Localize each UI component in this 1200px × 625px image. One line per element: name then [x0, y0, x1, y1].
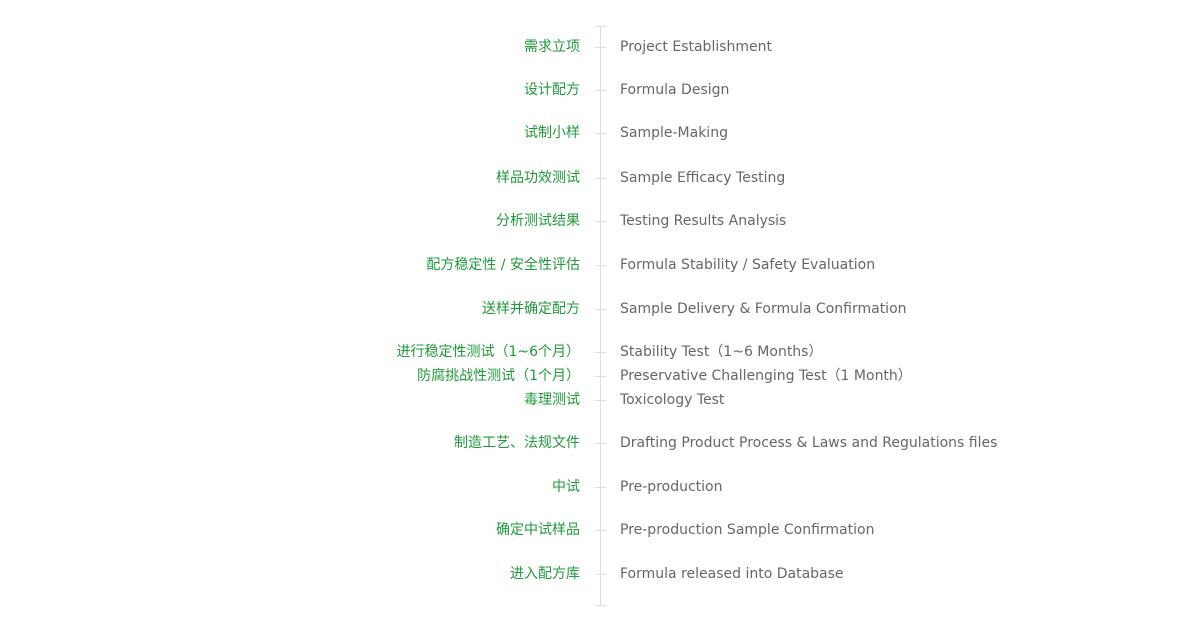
- step-label-chinese: 试制小样: [524, 125, 580, 141]
- timeline-step: 试制小样 Sample-Making: [0, 123, 1200, 143]
- step-label-chinese: 中试: [552, 479, 580, 495]
- step-label-chinese: 送样并确定配方: [482, 301, 580, 317]
- step-tick: [595, 221, 606, 222]
- step-label-english: Project Establishment: [620, 39, 773, 55]
- step-label-english: Sample-Making: [620, 125, 728, 141]
- timeline-step: 进入配方库 Formula released into Database: [0, 564, 1200, 584]
- step-label-english: Pre-production: [620, 479, 723, 495]
- step-tick: [595, 400, 606, 401]
- step-label-chinese: 需求立项: [524, 39, 580, 55]
- step-tick: [595, 309, 606, 310]
- step-label-english: Testing Results Analysis: [620, 213, 787, 229]
- step-label-english: Stability Test（1~6 Months）: [620, 344, 823, 360]
- step-label-english: Formula released into Database: [620, 566, 844, 582]
- step-tick: [595, 376, 606, 377]
- step-label-english: Drafting Product Process & Laws and Regu…: [620, 435, 998, 451]
- step-label-english: Formula Stability / Safety Evaluation: [620, 257, 876, 273]
- timeline-step: 进行稳定性测试（1~6个月） Stability Test（1~6 Months…: [0, 342, 1200, 362]
- timeline-step: 防腐挑战性测试（1个月） Preservative Challenging Te…: [0, 366, 1200, 386]
- step-label-chinese: 确定中试样品: [496, 522, 580, 538]
- timeline-step: 送样并确定配方 Sample Delivery & Formula Confir…: [0, 299, 1200, 319]
- step-label-english: Toxicology Test: [620, 392, 725, 408]
- timeline-step: 需求立项 Project Establishment: [0, 37, 1200, 57]
- timeline-step: 制造工艺、法规文件 Drafting Product Process & Law…: [0, 433, 1200, 453]
- step-tick: [595, 133, 606, 134]
- timeline-step: 分析测试结果 Testing Results Analysis: [0, 211, 1200, 231]
- step-label-english: Sample Efficacy Testing: [620, 170, 786, 186]
- timeline-axis-top-cap: [595, 26, 606, 27]
- step-tick: [595, 90, 606, 91]
- step-tick: [595, 443, 606, 444]
- timeline-step: 配方稳定性 / 安全性评估 Formula Stability / Safety…: [0, 255, 1200, 275]
- step-label-chinese: 分析测试结果: [496, 213, 580, 229]
- step-label-chinese: 防腐挑战性测试（1个月）: [417, 368, 580, 384]
- step-label-chinese: 进入配方库: [510, 566, 580, 582]
- timeline-step: 毒理测试 Toxicology Test: [0, 390, 1200, 410]
- step-label-chinese: 制造工艺、法规文件: [454, 435, 580, 451]
- step-tick: [595, 265, 606, 266]
- step-label-chinese: 配方稳定性 / 安全性评估: [426, 257, 580, 273]
- step-label-english: Sample Delivery & Formula Confirmation: [620, 301, 907, 317]
- step-label-chinese: 样品功效测试: [496, 170, 580, 186]
- step-tick: [595, 47, 606, 48]
- timeline-axis-bottom-cap: [595, 605, 606, 606]
- step-label-chinese: 进行稳定性测试（1~6个月）: [396, 344, 580, 360]
- step-label-english: Formula Design: [620, 82, 730, 98]
- step-tick: [595, 530, 606, 531]
- step-tick: [595, 487, 606, 488]
- timeline-axis: [600, 26, 601, 606]
- step-label-chinese: 设计配方: [524, 82, 580, 98]
- step-label-english: Preservative Challenging Test（1 Month）: [620, 368, 912, 384]
- timeline-step: 设计配方 Formula Design: [0, 80, 1200, 100]
- timeline-step: 样品功效测试 Sample Efficacy Testing: [0, 168, 1200, 188]
- step-label-english: Pre-production Sample Confirmation: [620, 522, 875, 538]
- timeline-step: 中试 Pre-production: [0, 477, 1200, 497]
- step-label-chinese: 毒理测试: [524, 392, 580, 408]
- step-tick: [595, 574, 606, 575]
- step-tick: [595, 352, 606, 353]
- timeline-step: 确定中试样品 Pre-production Sample Confirmatio…: [0, 520, 1200, 540]
- step-tick: [595, 178, 606, 179]
